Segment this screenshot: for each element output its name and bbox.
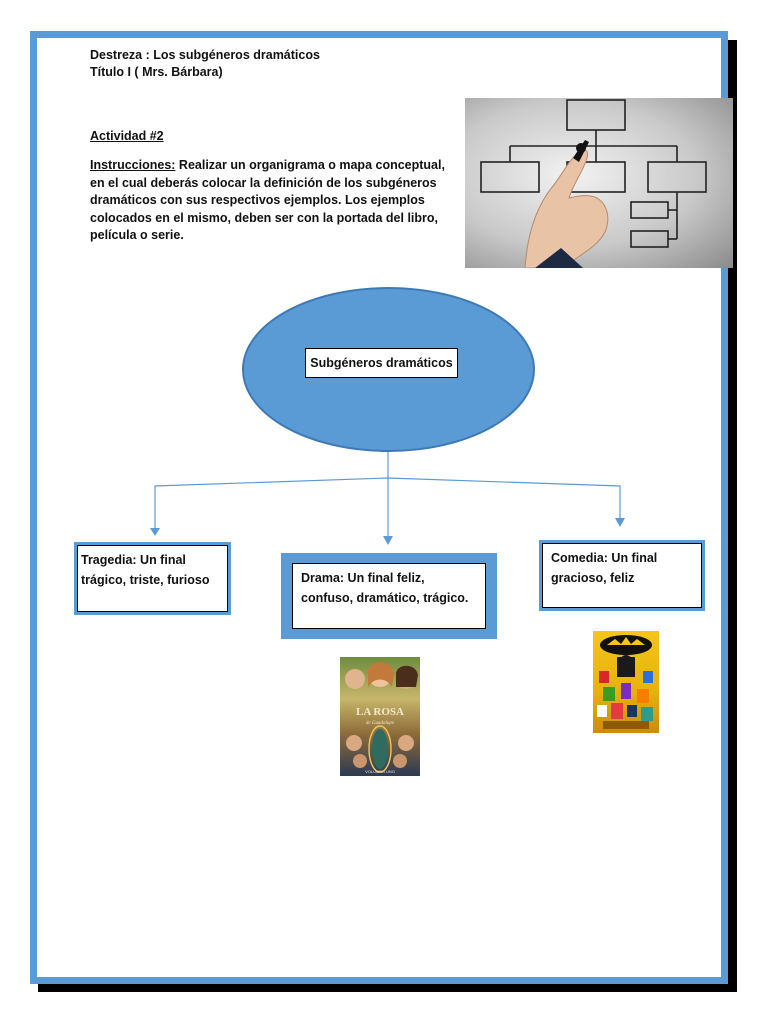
comedia-poster-art (597, 635, 653, 729)
instructions-text: Realizar un organigrama o mapa conceptua… (90, 158, 445, 242)
drama-poster-footer: VOLUMEN UNO (365, 769, 395, 774)
drama-poster-title: LA ROSA (356, 706, 404, 718)
drama-poster: LA ROSA de Guadalupe VOLUMEN UNO (340, 657, 420, 776)
comedia-poster (593, 631, 659, 733)
node-comedia-box: Comedia: Un final gracioso, feliz (542, 543, 702, 608)
title-line: Título I ( Mrs. Bárbara) (90, 65, 223, 79)
activity-heading: Actividad #2 (90, 129, 164, 143)
instructions-paragraph: Instrucciones: Realizar un organigrama o… (90, 157, 452, 245)
node-tragedia-label: Tragedia: (81, 553, 137, 567)
node-drama-text: Un final feliz, confuso, dramático, trág… (301, 571, 469, 605)
node-drama-label: Drama: (301, 571, 345, 585)
node-comedia: Comedia: Un final gracioso, feliz (539, 540, 705, 611)
node-drama: Drama: Un final feliz, confuso, dramátic… (281, 553, 497, 639)
skill-line: Destreza : Los subgéneros dramáticos (90, 48, 320, 62)
org-chart-illustration (480, 99, 707, 268)
drama-poster-art: LA ROSA de Guadalupe VOLUMEN UNO (345, 662, 418, 774)
node-drama-box: Drama: Un final feliz, confuso, dramátic… (292, 563, 486, 629)
node-tragedia-box: Tragedia: Un final trágico, triste, furi… (77, 545, 228, 612)
document-header: Destreza : Los subgéneros dramáticos Tít… (90, 47, 320, 81)
node-tragedia: Tragedia: Un final trágico, triste, furi… (74, 542, 231, 615)
root-node: Subgéneros dramáticos (305, 348, 458, 378)
instructions-label: Instrucciones: (90, 158, 176, 172)
node-comedia-label: Comedia: (551, 551, 608, 565)
node-comedia-text: Un final gracioso, feliz (551, 551, 658, 585)
drama-poster-subtitle: de Guadalupe (366, 721, 395, 726)
org-chart-photo (465, 98, 733, 268)
node-tragedia-text: Un final trágico, triste, furioso (81, 553, 210, 587)
